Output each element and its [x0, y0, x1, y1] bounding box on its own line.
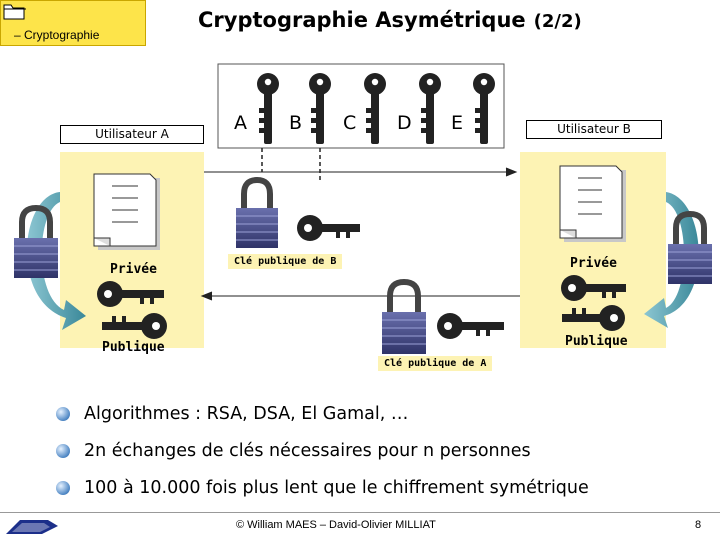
- bullet-icon: [56, 407, 70, 421]
- section-label: – Cryptographie: [14, 28, 100, 42]
- public-key-icon-a: [102, 313, 167, 339]
- private-label-b: Privée: [570, 256, 617, 271]
- key-letter-a: A: [234, 112, 247, 134]
- private-key-icon-a: [97, 281, 164, 307]
- padlock-icon-a: [14, 204, 58, 278]
- key-letter-b: B: [289, 112, 303, 134]
- arrows: [200, 167, 520, 301]
- folder-icon: [3, 4, 26, 20]
- page-number: 8: [695, 519, 702, 531]
- public-label-b: Publique: [565, 334, 628, 349]
- key-letter-c: C: [343, 112, 357, 134]
- dashed-connectors: [261, 148, 321, 182]
- bullet-item: 2n échanges de clés nécessaires pour n p…: [56, 441, 531, 461]
- public-key-icon-transit-b: [297, 215, 360, 241]
- cycle-arrow-a: [26, 192, 86, 330]
- bullet-item: Algorithmes : RSA, DSA, El Gamal, …: [56, 404, 408, 424]
- footer-credit: © William MAES – David-Olivier MILLIAT: [236, 519, 436, 531]
- key-bank-keys: [257, 73, 495, 144]
- user-a-label: Utilisateur A: [60, 125, 204, 144]
- cycle-arrow-b: [644, 192, 699, 328]
- key-letter-d: D: [397, 112, 412, 134]
- padlock-icon-transit-a: [382, 278, 426, 354]
- bullet-item: 100 à 10.000 fois plus lent que le chiff…: [56, 478, 589, 498]
- bullet-icon: [56, 481, 70, 495]
- key-letter-e: E: [451, 112, 464, 134]
- private-key-icon-b: [561, 275, 626, 301]
- padlock-icon-transit-b: [236, 176, 278, 248]
- padlock-icon-b: [668, 210, 712, 284]
- document-icon-b: [559, 165, 626, 242]
- bullet-text: Algorithmes : RSA, DSA, El Gamal, …: [84, 404, 409, 424]
- private-label-a: Privée: [110, 262, 157, 277]
- public-label-a: Publique: [102, 340, 165, 355]
- bullet-text: 100 à 10.000 fois plus lent que le chiff…: [84, 478, 589, 498]
- public-key-icon-transit-a: [437, 313, 504, 339]
- page-title: Cryptographie Asymétrique(2/2): [198, 8, 582, 32]
- user-b-label: Utilisateur B: [526, 120, 662, 139]
- document-icon-a: [93, 173, 160, 250]
- public-key-b-caption: Clé publique de B: [228, 254, 343, 269]
- bullet-text: 2n échanges de clés nécessaires pour n p…: [84, 441, 531, 461]
- asymmetric-crypto-diagram: [14, 63, 712, 354]
- public-key-a-caption: Clé publique de A: [378, 356, 493, 371]
- footer-divider: [0, 512, 720, 513]
- public-key-icon-b: [562, 305, 625, 331]
- school-logo-icon: [6, 520, 58, 534]
- bullet-icon: [56, 444, 70, 458]
